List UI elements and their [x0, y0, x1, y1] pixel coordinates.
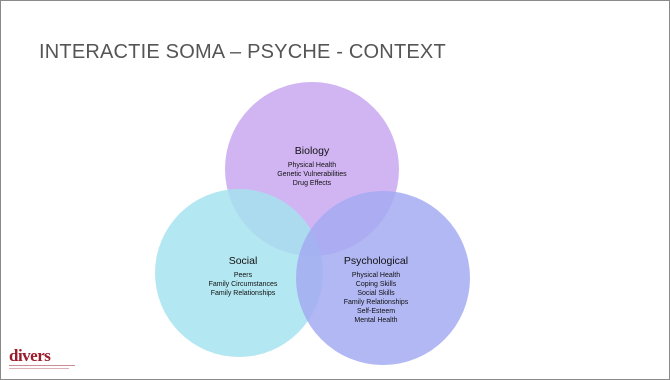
logo-tagline-line	[9, 368, 69, 369]
social-item: Peers	[234, 272, 253, 279]
psychological-circle	[296, 191, 470, 365]
divers-logo: divers	[9, 347, 83, 373]
biology-item: Drug Effects	[293, 180, 332, 187]
psychological-item: Social Skills	[357, 290, 395, 297]
social-circle	[155, 189, 323, 357]
social-title: Social	[229, 255, 258, 267]
psychological-item: Self-Esteem	[357, 308, 395, 315]
slide-title: INTERACTIE SOMA – PSYCHE - CONTEXT	[39, 41, 446, 63]
social-item: Family Circumstances	[209, 281, 278, 288]
psychological-item: Mental Health	[354, 317, 397, 324]
psychological-item: Physical Health	[352, 272, 400, 279]
psychological-item: Family Relationships	[344, 299, 409, 306]
logo-wordmark: divers	[9, 346, 51, 365]
psychological-item: Coping Skills	[356, 281, 397, 288]
biology-item: Physical Health	[288, 162, 336, 169]
biology-item: Genetic Vulnerabilities	[277, 171, 347, 178]
biology-title: Biology	[295, 145, 330, 157]
psychological-title: Psychological	[344, 255, 408, 267]
social-item: Family Relationships	[211, 290, 276, 297]
logo-tagline-line	[9, 365, 75, 366]
